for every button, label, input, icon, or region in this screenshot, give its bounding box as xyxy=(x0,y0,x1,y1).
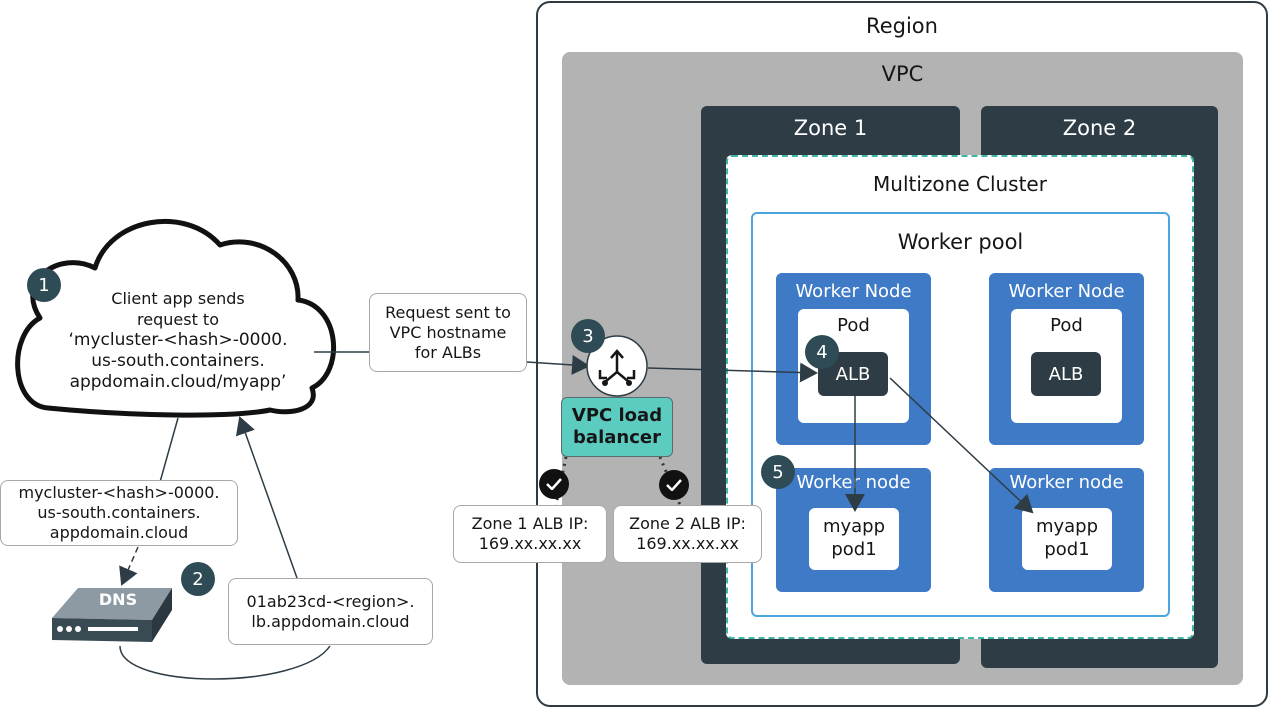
client-line: request to xyxy=(137,310,219,329)
app-pod-name: myapp xyxy=(1035,516,1099,537)
worker-node-app-2: Worker node myapp pod1 xyxy=(989,468,1144,592)
step-badge-1: 1 xyxy=(27,268,61,302)
app-pod: myapp pod1 xyxy=(809,508,899,570)
worker-node-title: Worker Node xyxy=(1008,281,1125,302)
vpc-load-balancer: VPC load balancer xyxy=(561,397,673,457)
vpc-title: VPC xyxy=(881,62,924,86)
pod-label: Pod xyxy=(837,315,870,336)
zone-2-title: Zone 2 xyxy=(1062,116,1137,140)
dns-query-line: appdomain.cloud xyxy=(49,523,189,542)
step-badge-4: 4 xyxy=(805,335,839,369)
alb-ip-value: 169.xx.xx.xx xyxy=(636,534,739,553)
worker-node-alb-1: Worker Node Pod ALB xyxy=(776,273,931,445)
worker-node-title: Worker Node xyxy=(795,281,912,302)
client-request-text: Client app sends request to ‘mycluster-<… xyxy=(50,288,306,393)
alb-ip-label: Zone 2 ALB IP: xyxy=(629,514,746,533)
client-line: ‘mycluster-<hash>-0000. xyxy=(68,330,288,350)
dns-label: DNS xyxy=(98,590,138,609)
lb-line: balancer xyxy=(573,427,661,448)
app-pod-name: myapp xyxy=(822,516,886,537)
worker-node-alb-2: Worker Node Pod ALB xyxy=(989,273,1144,445)
client-line: appdomain.cloud/myapp’ xyxy=(69,372,287,392)
step-badge-2: 2 xyxy=(181,562,215,596)
worker-pool-title: Worker pool xyxy=(897,230,1024,254)
request-line: VPC hostname xyxy=(389,322,507,342)
alb-ip-label: Zone 1 ALB IP: xyxy=(471,514,589,533)
client-cloud-shape xyxy=(15,219,337,418)
check-icon xyxy=(539,469,569,499)
region-title: Region xyxy=(866,14,938,38)
pod: Pod ALB xyxy=(1011,309,1122,423)
zone-1-title: Zone 1 xyxy=(793,116,868,140)
request-line: Request sent to xyxy=(385,302,511,322)
load-balancer-icon xyxy=(586,335,648,397)
request-sent-box: Request sent to VPC hostname for ALBs xyxy=(369,293,527,372)
zone-1-alb-ip-box: Zone 1 ALB IP: 169.xx.xx.xx xyxy=(453,505,607,563)
client-line: us-south.containers. xyxy=(91,351,265,371)
pod-label: Pod xyxy=(1050,315,1083,336)
dns-server-icon xyxy=(52,588,172,642)
alb-ip-value: 169.xx.xx.xx xyxy=(478,534,582,553)
dns-response-box: 01ab23cd-<region>. lb.appdomain.cloud xyxy=(228,578,433,645)
app-pod-id: pod1 xyxy=(831,539,877,560)
worker-node-title: Worker node xyxy=(1009,472,1124,493)
client-line: Client app sends xyxy=(111,289,245,308)
request-line: for ALBs xyxy=(414,342,482,362)
worker-node-title: Worker node xyxy=(796,472,911,493)
app-pod: myapp pod1 xyxy=(1022,508,1112,570)
step-badge-3: 3 xyxy=(571,319,605,353)
app-pod-id: pod1 xyxy=(1044,539,1090,560)
step-badge-5: 5 xyxy=(761,455,795,489)
dns-query-box: mycluster-<hash>-0000. us-south.containe… xyxy=(0,480,238,546)
cluster-title: Multizone Cluster xyxy=(873,172,1047,196)
lb-line: VPC load xyxy=(571,405,663,426)
worker-node-app-1: Worker node myapp pod1 xyxy=(776,468,931,592)
zone-2-alb-ip-box: Zone 2 ALB IP: 169.xx.xx.xx xyxy=(613,505,762,563)
dns-query-line: mycluster-<hash>-0000. xyxy=(18,483,220,502)
alb: ALB xyxy=(1031,352,1101,396)
check-icon xyxy=(659,470,689,500)
dns-response-line: 01ab23cd-<region>. xyxy=(246,591,415,611)
dns-query-line: us-south.containers. xyxy=(37,503,201,522)
dns-response-line: lb.appdomain.cloud xyxy=(251,611,410,631)
